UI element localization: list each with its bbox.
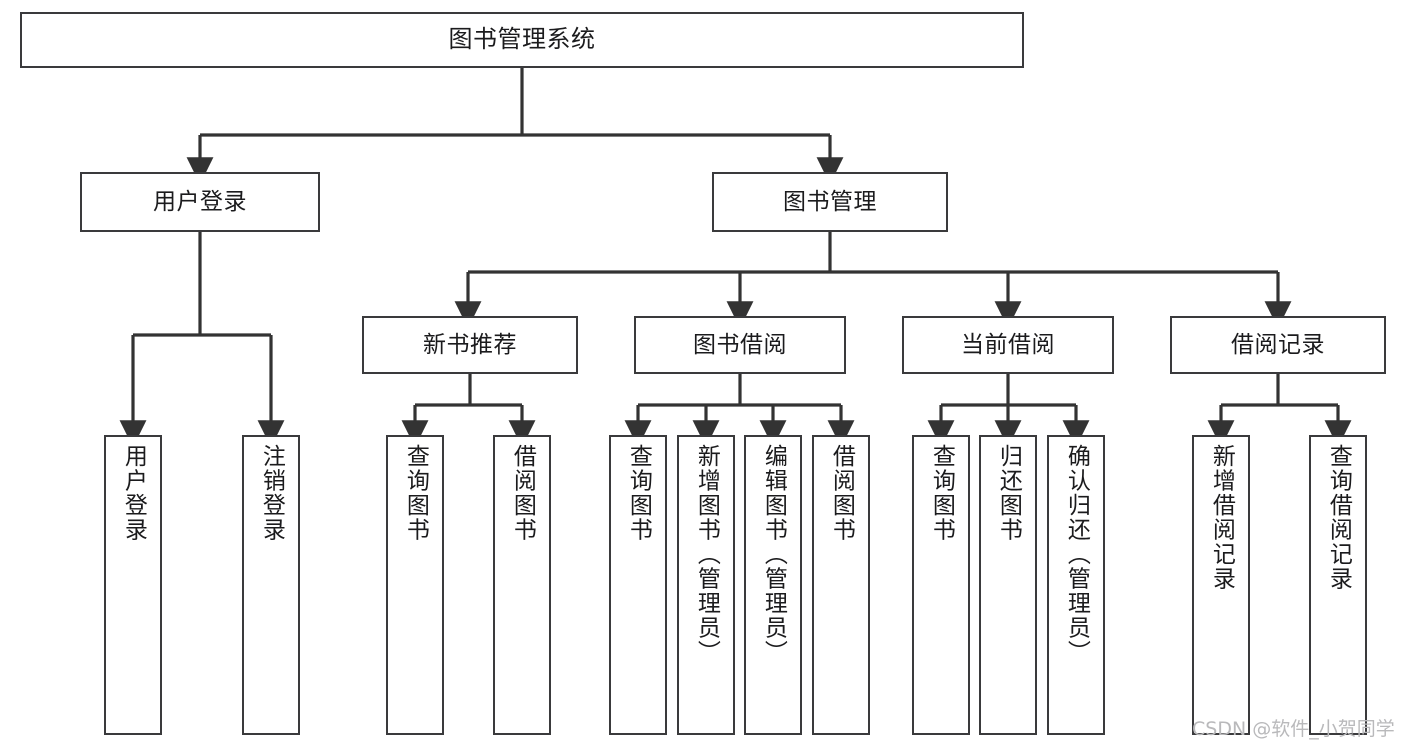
leaf-query-book-current[interactable]: 查询图书 xyxy=(912,435,970,735)
node-label: 图书借阅 xyxy=(693,331,787,358)
leaf-user-login[interactable]: 用户登录 xyxy=(104,435,162,735)
node-label: 编辑图书（管理员） xyxy=(760,444,787,665)
leaf-query-book-recommend[interactable]: 查询图书 xyxy=(386,435,444,735)
node-label: 确认归还（管理员） xyxy=(1063,444,1090,665)
node-label: 借阅记录 xyxy=(1231,331,1325,358)
node-label: 查询图书 xyxy=(625,444,652,542)
leaf-borrow-book-recommend[interactable]: 借阅图书 xyxy=(493,435,551,735)
node-user-login[interactable]: 用户登录 xyxy=(80,172,320,232)
node-book-borrow[interactable]: 图书借阅 xyxy=(634,316,846,374)
node-label: 借阅图书 xyxy=(828,444,855,542)
node-current-borrow[interactable]: 当前借阅 xyxy=(902,316,1114,374)
leaf-user-logout[interactable]: 注销登录 xyxy=(242,435,300,735)
node-label: 查询借阅记录 xyxy=(1325,444,1352,591)
leaf-borrow-book[interactable]: 借阅图书 xyxy=(812,435,870,735)
node-label: 当前借阅 xyxy=(961,331,1055,358)
node-label: 查询图书 xyxy=(928,444,955,542)
leaf-add-borrow-record[interactable]: 新增借阅记录 xyxy=(1192,435,1250,735)
node-borrow-record[interactable]: 借阅记录 xyxy=(1170,316,1386,374)
leaf-return-book[interactable]: 归还图书 xyxy=(979,435,1037,735)
node-label: 用户登录 xyxy=(120,444,147,542)
leaf-add-book[interactable]: 新增图书（管理员） xyxy=(677,435,735,735)
node-label: 新增图书（管理员） xyxy=(693,444,720,665)
node-label: 归还图书 xyxy=(995,444,1022,542)
csdn-watermark: CSDN @软件_小贺同学 xyxy=(1192,718,1395,740)
node-book-manage[interactable]: 图书管理 xyxy=(712,172,948,232)
node-label: 查询图书 xyxy=(402,444,429,542)
node-label: 新书推荐 xyxy=(423,331,517,358)
node-label: 用户登录 xyxy=(153,188,247,215)
leaf-query-borrow-record[interactable]: 查询借阅记录 xyxy=(1309,435,1367,735)
node-root-system[interactable]: 图书管理系统 xyxy=(20,12,1024,68)
node-label: 新增借阅记录 xyxy=(1208,444,1235,591)
node-label: 注销登录 xyxy=(258,444,285,542)
node-label: 图书管理 xyxy=(783,188,877,215)
leaf-edit-book[interactable]: 编辑图书（管理员） xyxy=(744,435,802,735)
leaf-confirm-return[interactable]: 确认归还（管理员） xyxy=(1047,435,1105,735)
node-label: 借阅图书 xyxy=(509,444,536,542)
leaf-query-book-borrow[interactable]: 查询图书 xyxy=(609,435,667,735)
node-label: 图书管理系统 xyxy=(448,25,596,54)
node-new-book-recommend[interactable]: 新书推荐 xyxy=(362,316,578,374)
